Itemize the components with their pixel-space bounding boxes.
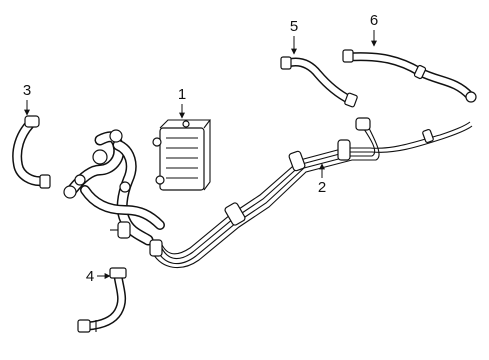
part-2-clip-1 [224,202,246,226]
central-fitting-b [109,129,123,143]
callout-1: 1 [178,86,186,119]
part-4-hose [77,267,127,333]
callout-4-label: 4 [86,268,94,285]
central-fitting-e [119,181,131,193]
part-4-fitting-top [109,267,127,279]
callout-1-label: 1 [178,86,186,103]
part-5-fitting-bottom [344,92,358,108]
callout-6: 6 [370,12,378,47]
part-6-fitting-left [342,49,354,63]
part-1-port-lower [155,175,165,185]
central-fitting-c [63,185,77,199]
part-3-hose [12,115,51,189]
part-1-oil-cooler [152,119,212,191]
central-hose-assembly [63,129,165,246]
part-2-fitting-lower [149,239,163,257]
part-3-fitting-bottom [39,174,51,189]
part-6-fitting-right [465,91,477,103]
callout-5-label: 5 [290,18,298,35]
part-6-hose [342,49,477,103]
part-1-port-upper [152,137,162,147]
central-fitting-d [74,174,86,186]
callout-2: 2 [318,163,326,196]
part-2-clip-3 [337,139,351,161]
part-2-clip-2 [288,150,306,172]
callout-4: 4 [86,268,111,285]
part-2-fitting-upper [355,117,371,131]
part-5-hose [280,56,358,108]
part-4-fitting-bottom [77,319,91,333]
part-1-bolt [182,120,190,128]
callout-2-label: 2 [318,179,326,196]
part-5-fitting-top [280,56,292,70]
callout-6-label: 6 [370,12,378,29]
central-fitting-a [92,149,108,165]
part-2-clip-4 [422,128,434,144]
callout-3-label: 3 [23,82,31,99]
part-6-clip [413,64,427,80]
part-3-fitting-top [24,115,40,128]
callout-5: 5 [290,18,298,55]
callout-3: 3 [23,82,31,116]
part-2-cooler-lines [149,117,473,269]
central-clamp [117,221,131,239]
